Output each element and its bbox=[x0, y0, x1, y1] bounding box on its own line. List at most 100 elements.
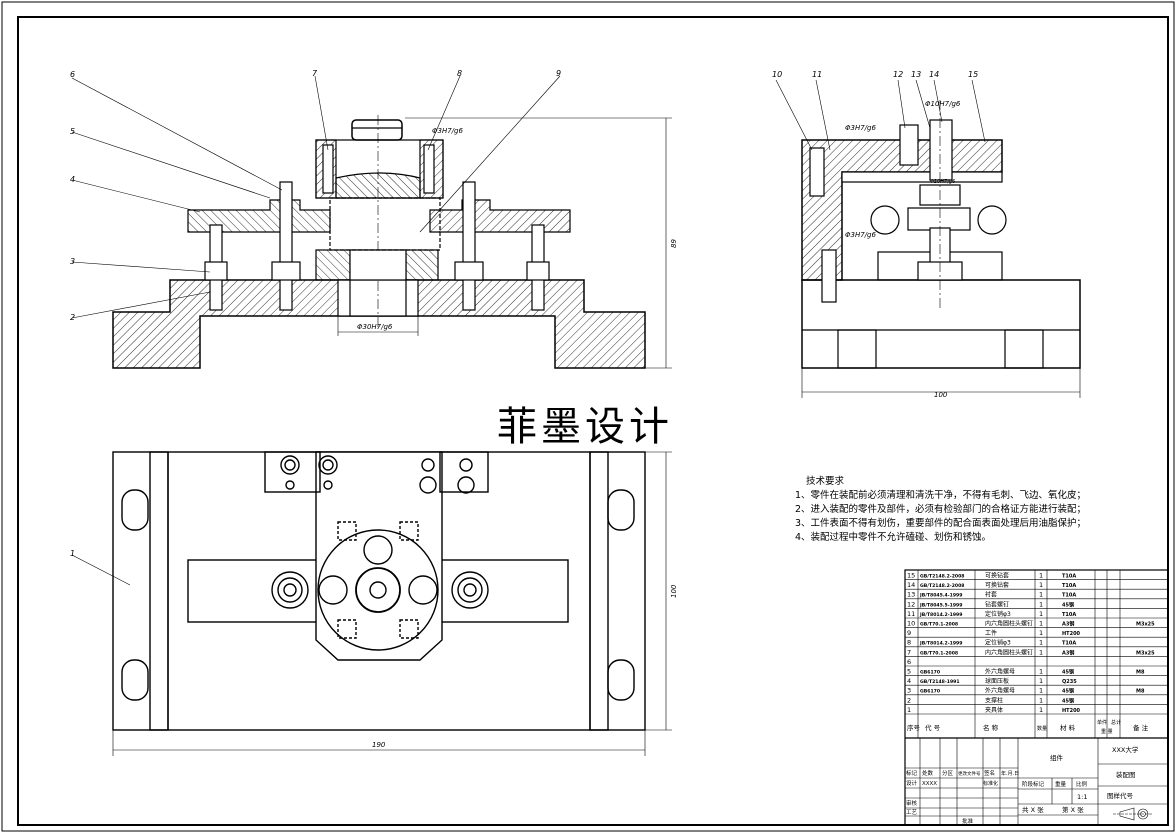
projection-symbol bbox=[1113, 807, 1152, 821]
part-label-5: 5 bbox=[70, 127, 75, 136]
bom-cell-name: 内六角圆柱头螺钉 bbox=[985, 648, 1033, 656]
bom-cell-name: 外六角螺母 bbox=[985, 687, 1015, 695]
check-label: 审核 bbox=[906, 799, 918, 807]
bom-cell-no: 12 bbox=[907, 600, 915, 608]
inner-frame bbox=[17, 16, 1169, 826]
stud-right-inner bbox=[462, 181, 476, 311]
bom-cell-qty: 1 bbox=[1039, 648, 1043, 656]
bom-cell-no: 4 bbox=[907, 677, 911, 685]
bom-header-note: 备 注 bbox=[1133, 723, 1149, 732]
bom-cell-code: JB/T8045.4-1999 bbox=[919, 593, 962, 599]
watermark-text: 菲墨设计 bbox=[497, 404, 673, 450]
bom-cell-no: 11 bbox=[907, 610, 915, 618]
bom-cell-mat: T10A bbox=[1062, 583, 1076, 589]
bom-header-name: 名 称 bbox=[983, 723, 999, 732]
side-leaders bbox=[775, 79, 986, 151]
bom-cell-code: GB6170 bbox=[920, 689, 940, 695]
design-name: XXXX bbox=[922, 781, 937, 787]
bom-cell-name: 可换钻套 bbox=[985, 572, 1009, 580]
title-block bbox=[905, 737, 1168, 825]
bom-cell-qty: 1 bbox=[1039, 687, 1043, 695]
bom-cell-name: 定位销φ3 bbox=[985, 610, 1011, 618]
front-view bbox=[112, 115, 672, 369]
bom-cell-code: JB/T8014.2-1999 bbox=[919, 612, 962, 618]
bom-cell-code: GB/T70.1-2008 bbox=[920, 622, 958, 628]
bom-cell-name: 内六角圆柱头螺钉 bbox=[985, 620, 1033, 628]
part-label-9: 9 bbox=[556, 69, 561, 78]
bom-cell-note: M8 bbox=[1136, 670, 1145, 676]
bom-cell-code: GB/T70.1-2008 bbox=[920, 650, 958, 656]
count-label: 处数 bbox=[922, 769, 934, 777]
org-name: XXX大学 bbox=[1112, 745, 1139, 754]
title-block-text: XXX大学 装配图 组件 阶段标记 重量 比例 1:1 图样代号 共 X 张 第… bbox=[906, 745, 1139, 825]
sheet-number: 第 X 张 bbox=[1062, 805, 1084, 814]
bom-cell-qty: 1 bbox=[1039, 610, 1043, 618]
side-fit-right: Φ10H7/g6 bbox=[925, 100, 961, 108]
bom-header-unit: 单件 bbox=[1097, 719, 1107, 726]
bom-header-total: 总计 bbox=[1111, 719, 1121, 726]
drawing-name: 装配图 bbox=[1116, 770, 1136, 779]
scale-label: 比例 bbox=[1076, 780, 1088, 788]
bom-cell-name: 球面压板 bbox=[985, 677, 1009, 685]
plan-view bbox=[112, 451, 672, 756]
bom-cell-no: 8 bbox=[907, 639, 911, 647]
side-fit-top: Φ3H7/g6 bbox=[845, 124, 876, 132]
part-label-15: 15 bbox=[968, 70, 978, 79]
side-base bbox=[801, 279, 1081, 369]
tech-req-title: 技术要求 bbox=[806, 475, 845, 487]
assembly-label: 组件 bbox=[1050, 753, 1064, 762]
front-leaders bbox=[71, 75, 561, 586]
mark-label: 标记 bbox=[906, 769, 918, 777]
bom-cell-mat: A3钢 bbox=[1062, 621, 1074, 628]
bom-cell-qty: 1 bbox=[1039, 572, 1043, 580]
bom-cell-note: M3x25 bbox=[1136, 622, 1155, 628]
sheets-total: 共 X 张 bbox=[1022, 805, 1044, 814]
part-label-1: 1 bbox=[70, 549, 75, 558]
bom-cell-code: GB/T2148.2-2008 bbox=[920, 574, 965, 580]
bom-cell-name: 夹具体 bbox=[985, 706, 1003, 714]
plan-width-dim: 190 bbox=[372, 741, 386, 749]
bom-cell-name: 钻套螺钉 bbox=[985, 600, 1009, 608]
change-label: 更改文件号 bbox=[958, 770, 981, 777]
base-body bbox=[112, 279, 646, 369]
bom-cell-mat: 45钢 bbox=[1062, 697, 1074, 704]
bom-cell-no: 14 bbox=[907, 581, 915, 589]
bom-cell-name: 衬套 bbox=[985, 591, 997, 599]
bom-cell-qty: 1 bbox=[1039, 620, 1043, 628]
tech-req-line-2: 2、进入装配的零件及部件，必须有检验部门的合格证方能进行装配； bbox=[795, 503, 1086, 515]
design-label: 设计 bbox=[906, 779, 918, 787]
bom-cell-mat: T10A bbox=[1062, 641, 1076, 647]
scale-value: 1:1 bbox=[1077, 793, 1087, 801]
std-label: 标准化 bbox=[983, 780, 998, 787]
bom-cell-mat: 45钢 bbox=[1062, 601, 1074, 608]
bom-cell-qty: 1 bbox=[1039, 591, 1043, 599]
stud-left-inner bbox=[279, 181, 293, 311]
bom-cell-mat: T10A bbox=[1062, 574, 1076, 580]
bom-cell-mat: HT200 bbox=[1062, 631, 1081, 637]
front-fit-top: Φ3H7/g6 bbox=[432, 127, 463, 135]
bom-cell-no: 6 bbox=[907, 658, 911, 666]
part-label-10: 10 bbox=[772, 70, 782, 79]
part-label-14: 14 bbox=[929, 70, 939, 79]
part-label-13: 13 bbox=[911, 70, 921, 79]
bom-cell-code: JB/T8045.5-1999 bbox=[919, 602, 962, 608]
bom-cell-qty: 1 bbox=[1039, 696, 1043, 704]
side-width-dim: 100 bbox=[934, 391, 948, 399]
workpiece bbox=[329, 197, 441, 251]
bom-header-code: 代 号 bbox=[925, 723, 941, 732]
bom-cell-mat: A3钢 bbox=[1062, 649, 1074, 656]
bom-cell-name: 支撑柱 bbox=[985, 696, 1003, 704]
bom-cell-mat: 45钢 bbox=[1062, 669, 1074, 676]
front-height-dim: 89 bbox=[670, 239, 678, 248]
stage-label: 阶段标记 bbox=[1022, 780, 1045, 788]
process-label: 工艺 bbox=[906, 809, 918, 816]
bom-cell-mat: T10A bbox=[1062, 612, 1076, 618]
drawing-no-label: 图样代号 bbox=[1107, 791, 1134, 800]
part-label-2: 2 bbox=[70, 313, 75, 322]
bom-cell-qty: 1 bbox=[1039, 677, 1043, 685]
tech-req-line-1: 1、零件在装配前必须清理和清洗干净，不得有毛刺、飞边、氧化皮； bbox=[795, 489, 1086, 501]
bom-cell-no: 7 bbox=[907, 648, 911, 656]
